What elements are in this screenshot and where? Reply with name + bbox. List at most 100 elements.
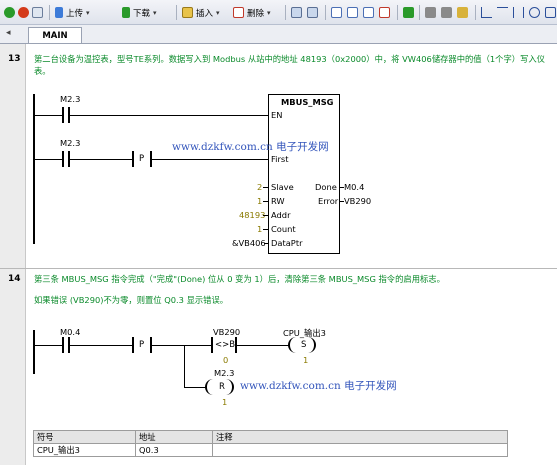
line-down-button[interactable] bbox=[481, 5, 492, 20]
wire bbox=[263, 229, 268, 230]
wire bbox=[263, 215, 268, 216]
new-window-button[interactable] bbox=[331, 5, 342, 20]
coil-left-arc bbox=[288, 337, 298, 353]
reset-coil-op: R bbox=[219, 382, 225, 392]
goto-button[interactable] bbox=[403, 5, 414, 20]
download-button[interactable]: 下载 ▾ bbox=[122, 5, 157, 20]
mbus-msg-block[interactable] bbox=[268, 94, 340, 254]
insert-button[interactable]: 插入 ▾ bbox=[182, 5, 220, 20]
compare-value[interactable]: 0 bbox=[223, 355, 229, 365]
chevron-left-icon[interactable]: ◂ bbox=[6, 28, 11, 38]
wire bbox=[70, 345, 132, 346]
coil-button[interactable] bbox=[529, 5, 540, 20]
pin-error: Error bbox=[318, 196, 339, 206]
contact-address: M2.3 bbox=[60, 94, 81, 104]
block-title: MBUS_MSG bbox=[281, 97, 334, 107]
wire bbox=[237, 345, 290, 346]
no-contact[interactable] bbox=[62, 151, 70, 167]
insert-label: 插入 bbox=[196, 8, 214, 19]
compare-operator: <>B bbox=[215, 340, 236, 350]
positive-transition-contact[interactable] bbox=[132, 337, 152, 353]
coil-address: CPU_输出3 bbox=[283, 328, 326, 338]
address-cell[interactable]: Q0.3 bbox=[135, 443, 213, 457]
clear-icon bbox=[379, 7, 390, 18]
clear-button[interactable] bbox=[379, 5, 390, 20]
column-header: 注释 bbox=[212, 430, 508, 444]
wire bbox=[264, 243, 268, 244]
network-13-comment[interactable]: 第二台设备为温控表，型号TE系列。数据写入到 Modbus 从站中的地址 481… bbox=[34, 54, 545, 76]
ladder-editor[interactable]: 13 第二台设备为温控表，型号TE系列。数据写入到 Modbus 从站中的地址 … bbox=[0, 44, 557, 465]
compare-contact[interactable] bbox=[211, 337, 237, 353]
reset-coil-address: M2.3 bbox=[214, 368, 235, 378]
error-output[interactable]: VB290 bbox=[344, 196, 372, 206]
watermark: www.dzkfw.com.cn 电子开发网 bbox=[240, 378, 397, 393]
network-button[interactable] bbox=[425, 5, 436, 20]
symbol-icon bbox=[441, 7, 452, 18]
box-button[interactable] bbox=[545, 5, 556, 20]
window-icon bbox=[331, 7, 342, 18]
wire bbox=[263, 201, 268, 202]
stop-button[interactable] bbox=[18, 5, 29, 20]
upload-button[interactable]: 上传 ▾ bbox=[55, 5, 90, 20]
chevron-down-icon: ▾ bbox=[267, 8, 271, 17]
delete-label: 删除 bbox=[247, 8, 265, 19]
open-button[interactable] bbox=[347, 5, 358, 20]
line-down-icon bbox=[481, 7, 492, 18]
power-rail bbox=[33, 94, 35, 244]
wire bbox=[35, 115, 62, 116]
watermark-url: www.dzkfw.com.cn bbox=[240, 380, 341, 392]
wire bbox=[35, 159, 62, 160]
program-status-button[interactable] bbox=[291, 5, 302, 20]
compile-icon bbox=[32, 7, 43, 18]
positive-transition-contact[interactable] bbox=[132, 151, 152, 167]
chevron-down-icon: ▾ bbox=[86, 8, 90, 17]
tab-label: MAIN bbox=[42, 30, 68, 41]
line-right-button[interactable] bbox=[497, 5, 508, 20]
pin-addr: Addr bbox=[271, 210, 291, 220]
pin-dataptr: DataPtr bbox=[271, 238, 303, 248]
option-icon bbox=[457, 7, 468, 18]
toolbar-separator bbox=[419, 5, 420, 20]
pin-first: First bbox=[271, 154, 289, 164]
wire bbox=[263, 187, 268, 188]
coil-left-arc bbox=[205, 379, 215, 395]
run-button[interactable] bbox=[4, 5, 15, 20]
pin-en: EN bbox=[271, 110, 283, 120]
wire bbox=[70, 159, 132, 160]
network-14-comment[interactable]: 第三条 MBUS_MSG 指令完成（"完成"(Done) 位从 0 变为 1）后… bbox=[34, 274, 445, 284]
upload-arrow-icon bbox=[55, 7, 63, 18]
network-14-comment-line2[interactable]: 如果错误 (VB290)不为零，则置位 Q0.3 显示错误。 bbox=[34, 295, 229, 305]
line-right-icon bbox=[497, 7, 508, 18]
symbol-cell[interactable]: CPU_输出3 bbox=[33, 443, 136, 457]
contact-button[interactable] bbox=[513, 5, 524, 20]
rw-value[interactable]: 1 bbox=[257, 196, 263, 206]
wire bbox=[340, 187, 344, 188]
status-chart-button[interactable] bbox=[307, 5, 318, 20]
watermark-url: www.dzkfw.com.cn bbox=[172, 141, 273, 153]
count-value[interactable]: 1 bbox=[257, 224, 263, 234]
toolbar-separator bbox=[285, 5, 286, 20]
toolbar-separator bbox=[325, 5, 326, 20]
slave-value[interactable]: 2 bbox=[257, 182, 263, 192]
toolbar-separator bbox=[49, 5, 50, 20]
coil-right-arc bbox=[306, 337, 316, 353]
branch-wire bbox=[184, 345, 185, 387]
no-contact[interactable] bbox=[62, 337, 70, 353]
coil-right-arc bbox=[224, 379, 234, 395]
contact-icon bbox=[513, 7, 524, 18]
table-row[interactable]: CPU_输出3 Q0.3 bbox=[33, 443, 508, 457]
reset-coil-count[interactable]: 1 bbox=[222, 397, 228, 407]
tab-main[interactable]: MAIN bbox=[28, 27, 82, 43]
addr-value[interactable]: 48193 bbox=[239, 210, 266, 220]
done-output[interactable]: M0.4 bbox=[344, 182, 365, 192]
comment-cell[interactable] bbox=[212, 443, 508, 457]
option-button[interactable] bbox=[457, 5, 468, 20]
run-icon bbox=[4, 7, 15, 18]
no-contact[interactable] bbox=[62, 107, 70, 123]
save-button[interactable] bbox=[363, 5, 374, 20]
set-coil-count[interactable]: 1 bbox=[303, 355, 309, 365]
symbol-button[interactable] bbox=[441, 5, 452, 20]
compile-button[interactable] bbox=[32, 5, 43, 20]
dataptr-value[interactable]: &VB406 bbox=[232, 238, 266, 248]
delete-button[interactable]: 删除 ▾ bbox=[233, 5, 271, 20]
